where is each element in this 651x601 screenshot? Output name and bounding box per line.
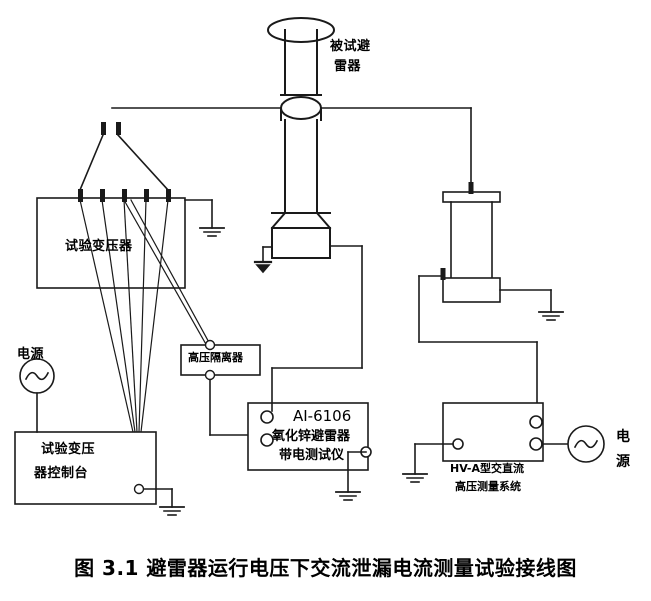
label-power-source-right-char1: 电 — [616, 429, 630, 445]
transformer-terminal-posts — [78, 189, 171, 202]
label-arrester-under-test-line1: 被试避 — [330, 39, 371, 54]
isolator-top-terminal — [204, 339, 216, 351]
label-instrument-line2: 氧化锌避雷器 — [272, 429, 351, 444]
ground-symbol-transformer — [199, 227, 225, 237]
label-instrument-line3: 带电测试仪 — [279, 448, 345, 463]
arrester-symbol — [267, 17, 335, 259]
hv-post-lead-right — [116, 133, 170, 192]
divider-bottom-post — [440, 268, 446, 280]
test-transformer-box — [36, 197, 186, 289]
ground-symbol-hv-system — [402, 473, 428, 483]
label-hv-meas-system-line2: 高压测量系统 — [455, 480, 521, 493]
label-instrument-model: AI-6106 — [293, 407, 352, 425]
hv-post-pair — [101, 122, 121, 135]
label-hv-meas-system-line1: HV-A型交直流 — [450, 462, 524, 475]
label-hv-isolator: 高压隔离器 — [188, 351, 243, 364]
hv-post-lead-left — [78, 133, 105, 192]
hv-system-terminal-left — [452, 438, 464, 450]
capacitor-divider-symbol — [442, 191, 501, 303]
ac-source-right-symbol — [567, 425, 605, 463]
arrester-ground-lead — [262, 246, 273, 263]
hv-system-terminal-right — [529, 437, 543, 451]
label-control-console-line1: 试验变压 — [41, 442, 96, 457]
label-power-source-right-char2: 源 — [616, 454, 630, 470]
label-control-console-line2: 器控制台 — [34, 466, 89, 481]
ground-symbol-divider — [538, 311, 564, 321]
hv-system-box — [442, 402, 544, 462]
divider-top-post — [468, 182, 474, 194]
hv-system-terminal-top — [529, 415, 543, 429]
figure-caption: 图 3.1 避雷器运行电压下交流泄漏电流测量试验接线图 — [74, 556, 577, 580]
label-power-source-left: 电源 — [17, 347, 45, 362]
ground-symbol-console — [159, 506, 185, 516]
instrument-terminal-mid-left — [260, 433, 274, 447]
label-test-transformer: 试验变压器 — [65, 239, 133, 254]
instrument-terminal-top-left — [260, 410, 274, 424]
label-arrester-under-test-line2: 雷器 — [334, 59, 362, 74]
transformer-to-isolator-leads — [123, 199, 212, 347]
console-terminal — [133, 483, 145, 495]
isolator-bottom-terminal — [204, 369, 216, 381]
control-console-box — [14, 431, 157, 505]
hv-isolator-box — [180, 344, 261, 376]
ground-symbol-instrument — [335, 491, 361, 501]
transformer-to-console-leads — [79, 199, 169, 433]
ground-symbol-arrester — [253, 260, 273, 274]
ac-source-left-symbol — [19, 358, 55, 394]
